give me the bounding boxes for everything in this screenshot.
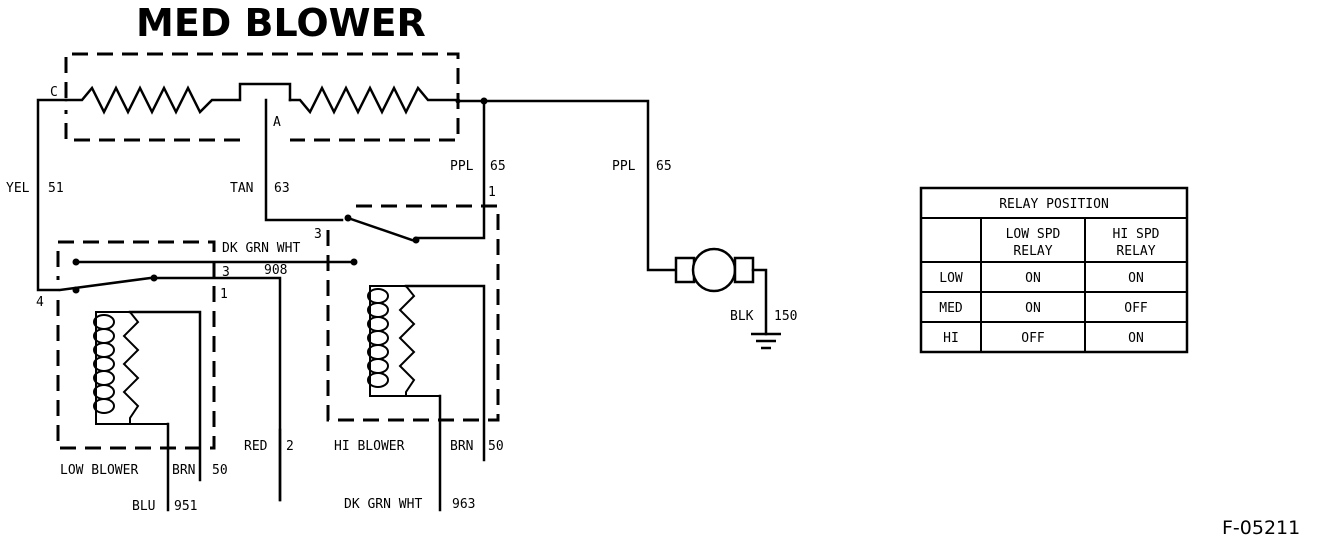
- low-relay-box: [56, 240, 216, 450]
- col-low-spd-line2: RELAY: [1013, 244, 1052, 259]
- hi-relay-nc-contact: [350, 258, 358, 266]
- wire-blk-num: 150: [774, 309, 797, 324]
- low-relay-nc-contact: [72, 258, 80, 266]
- hi-relay-contact-arm: [346, 216, 414, 242]
- hi-relay-box: [326, 204, 500, 422]
- row-hi-state: ON: [1128, 271, 1144, 286]
- row-hi-state: OFF: [1124, 301, 1148, 316]
- terminal-1-hi-label: 1: [488, 185, 496, 200]
- resistor-assembly-box: [64, 52, 460, 142]
- terminal-a-label: A: [273, 115, 281, 130]
- wire-blu-num: 951: [174, 499, 197, 514]
- wire-dk-grn-wht-bottom-num: 963: [452, 497, 475, 512]
- wire-dk-grn-wht-bottom-color: DK GRN WHT: [344, 497, 422, 512]
- figure-id: F-05211: [1222, 517, 1300, 539]
- row-low-state: OFF: [1021, 331, 1045, 346]
- wire-yel-color: YEL: [6, 181, 30, 196]
- terminal-c-label: C: [50, 85, 58, 100]
- col-low-spd-line1: LOW SPD: [1006, 227, 1061, 242]
- wire-ppl-a-color: PPL: [450, 159, 474, 174]
- row-low-state: ON: [1025, 271, 1041, 286]
- low-relay-contact-arm: [58, 276, 152, 292]
- col-hi-spd-line1: HI SPD: [1113, 227, 1160, 242]
- hi-relay-coil: [367, 284, 486, 462]
- wire-908-num: 908: [264, 263, 287, 278]
- row-hi-state: ON: [1128, 331, 1144, 346]
- low-relay-coil: [93, 310, 202, 482]
- row-mode: HI: [943, 331, 959, 346]
- wire-brn-low-num: 50: [212, 463, 228, 478]
- col-hi-spd-line2: RELAY: [1116, 244, 1155, 259]
- wire-brn-low-color: BRN: [172, 463, 195, 478]
- diagram-title: MED BLOWER: [136, 1, 426, 45]
- wire-ppl-a-num: 65: [490, 159, 506, 174]
- ground-symbol: [751, 332, 781, 350]
- row-mode: MED: [939, 301, 963, 316]
- wire-ppl-b-color: PPL: [612, 159, 636, 174]
- wire-red-num: 2: [286, 439, 294, 454]
- wire-tan: [264, 98, 344, 222]
- wire-908: [152, 276, 282, 502]
- terminal-4-label: 4: [36, 295, 44, 310]
- wire-dk-grn-wht-top-label: DK GRN WHT: [222, 241, 300, 256]
- wire-blu-color: BLU: [132, 499, 155, 514]
- low-blower-label: LOW BLOWER: [60, 463, 138, 478]
- terminal-3-low-label: 3: [222, 265, 230, 280]
- row-mode: LOW: [939, 271, 963, 286]
- table-title: RELAY POSITION: [999, 197, 1109, 212]
- wire-ppl-to-motor: [456, 99, 678, 272]
- relay-position-table: RELAY POSITION LOW SPD RELAY HI SPD RELA…: [919, 186, 1189, 354]
- wire-red-color: RED: [244, 439, 268, 454]
- wire-brn-hi-num: 50: [488, 439, 504, 454]
- terminal-output-dot: [455, 98, 461, 104]
- resistor-2: [288, 85, 460, 115]
- wire-tan-color: TAN: [230, 181, 253, 196]
- wire-brn-hi-color: BRN: [450, 439, 473, 454]
- wire-blk-ground: [751, 268, 768, 336]
- blower-motor: [674, 247, 755, 293]
- wire-yel-num: 51: [48, 181, 64, 196]
- wire-tan-num: 63: [274, 181, 290, 196]
- terminal-3-hi-label: 3: [314, 227, 322, 242]
- terminal-1-low-label: 1: [220, 287, 228, 302]
- wire-ppl-to-hi-relay: [414, 99, 486, 240]
- wire-ppl-b-num: 65: [656, 159, 672, 174]
- hi-blower-label: HI BLOWER: [334, 439, 405, 454]
- row-low-state: ON: [1025, 301, 1041, 316]
- wire-blk-color: BLK: [730, 309, 754, 324]
- wire-yel: [36, 98, 68, 292]
- hi-relay-contact: [412, 236, 420, 244]
- resistor-1: [64, 82, 292, 115]
